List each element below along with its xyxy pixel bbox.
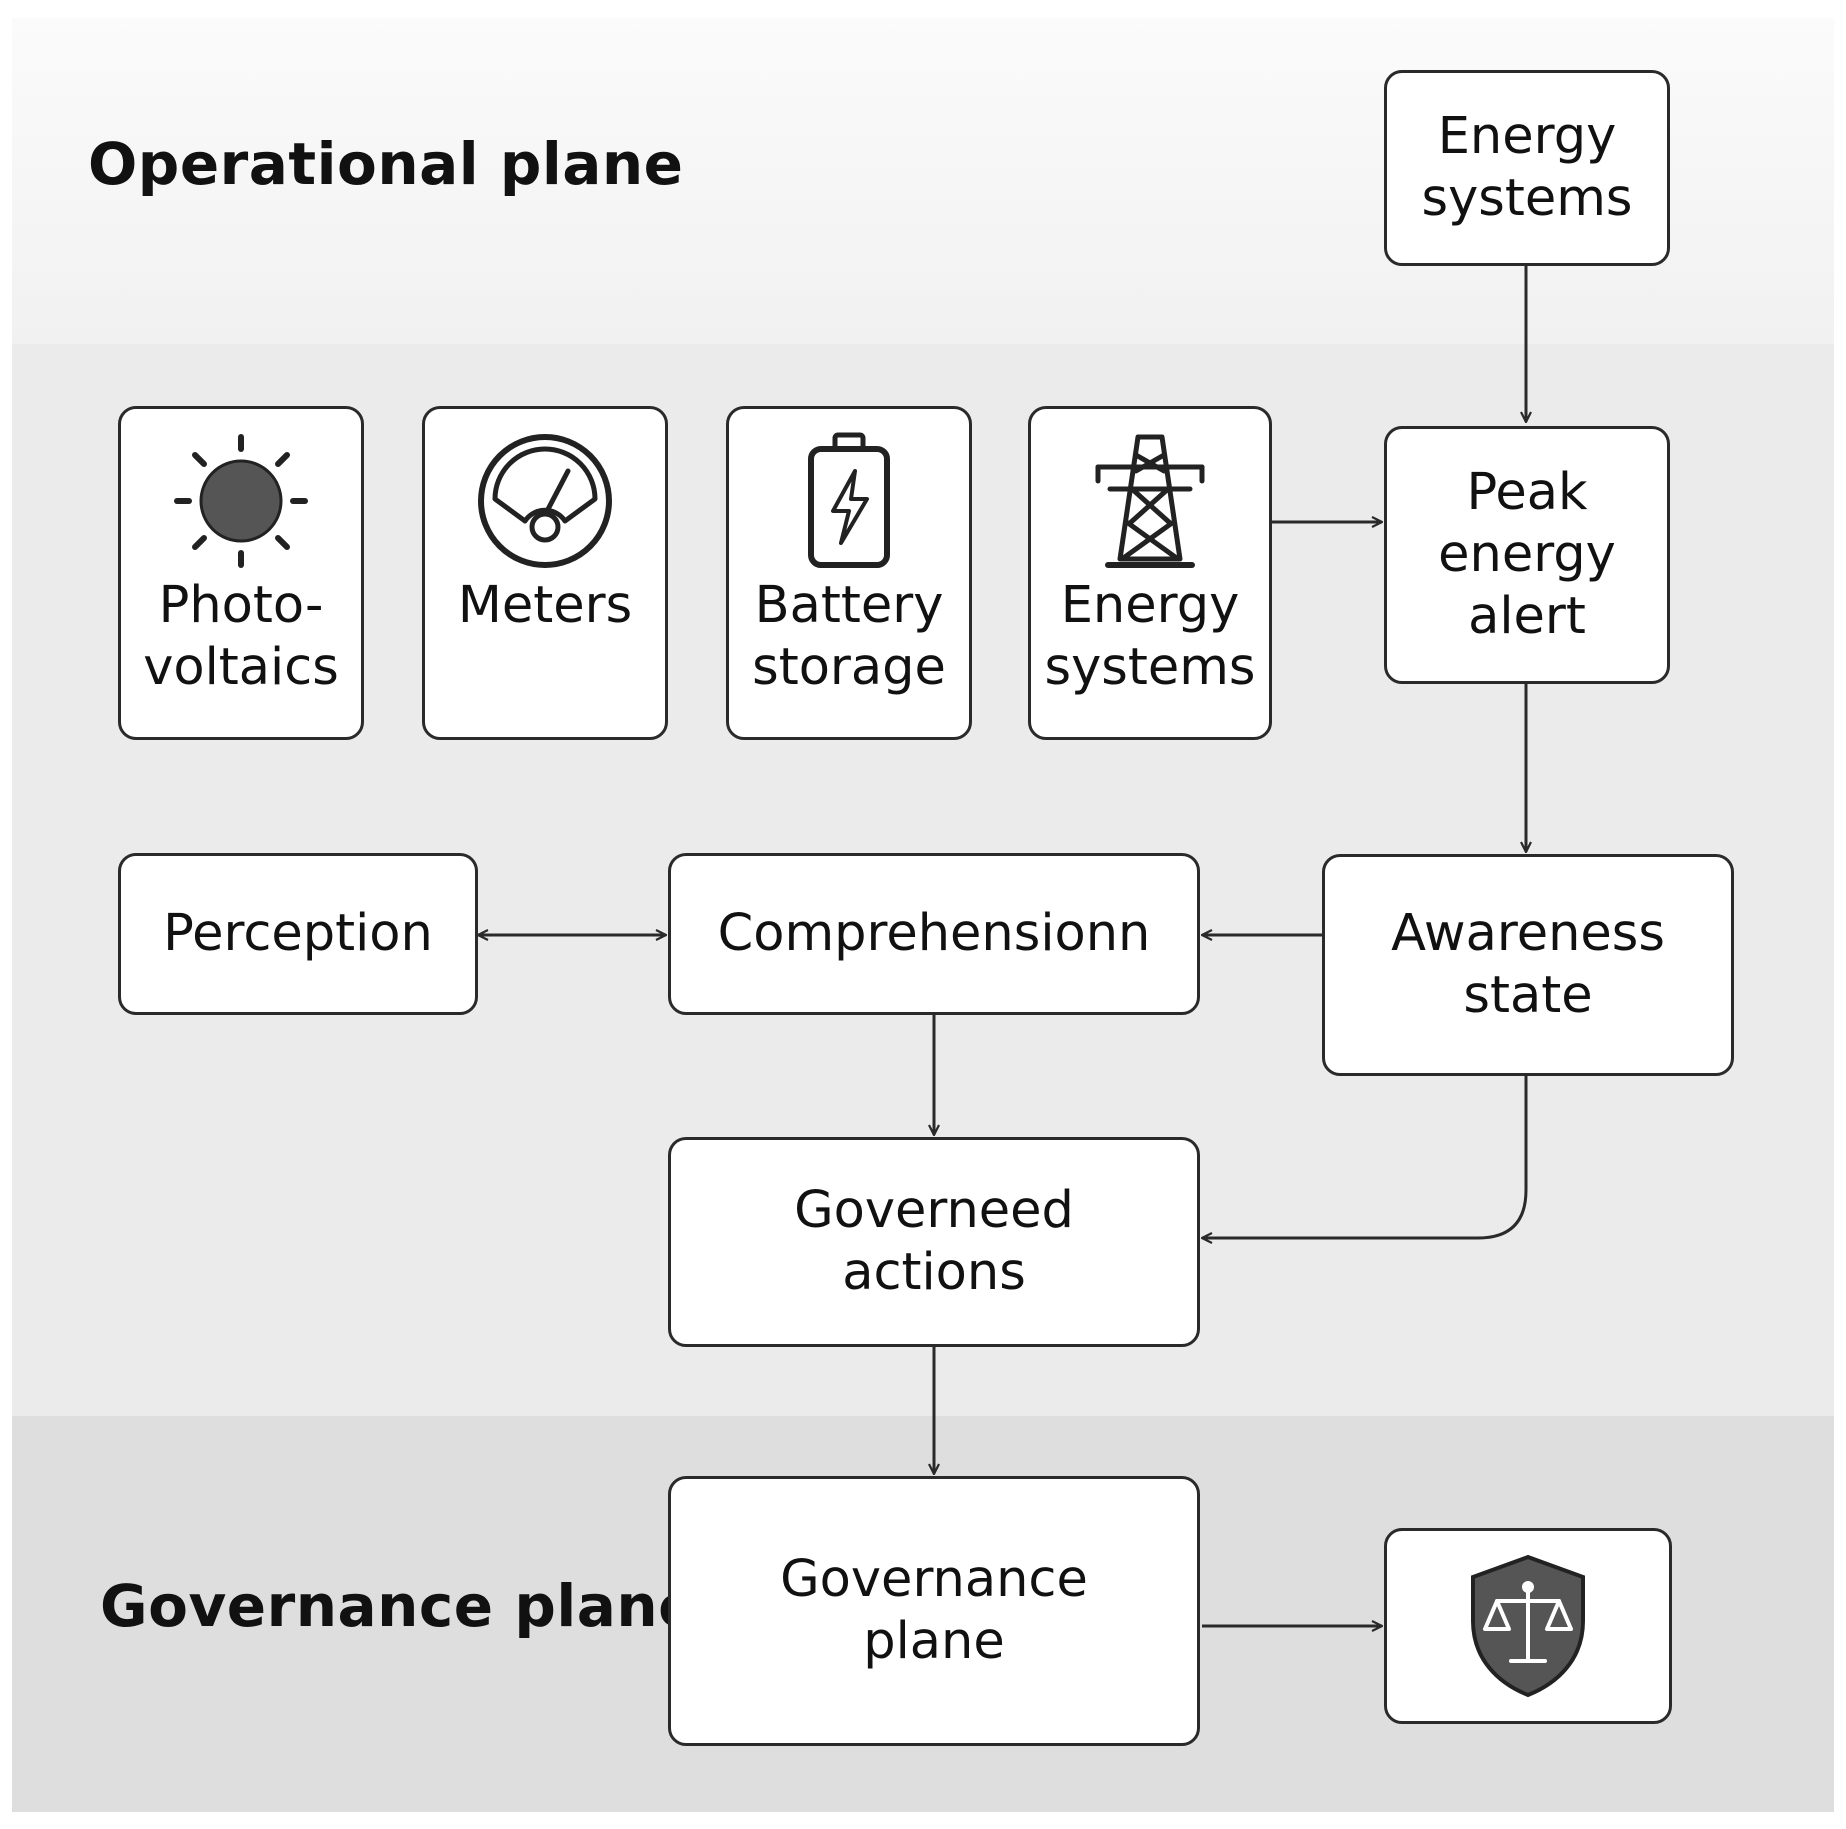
governance-shield-node[interactable] bbox=[1384, 1528, 1672, 1724]
operational-plane-label: Operational plane bbox=[88, 130, 684, 198]
transmission-tower-icon bbox=[1095, 434, 1205, 568]
governance-plane-node-label: Governance plane bbox=[780, 1549, 1088, 1671]
peak-energy-alert-node[interactable]: Peak energy alert bbox=[1384, 426, 1670, 684]
photovoltaics-label: Photo- voltaics bbox=[143, 576, 339, 698]
photovoltaics-node[interactable]: Photo- voltaics bbox=[118, 406, 364, 740]
battery-icon bbox=[808, 432, 890, 568]
comprehension-node[interactable]: Comprehensionn bbox=[668, 853, 1200, 1015]
energy-systems-top-label: Energy systems bbox=[1421, 106, 1633, 228]
comprehension-label: Comprehensionn bbox=[717, 903, 1151, 963]
energy-systems-label: Energy systems bbox=[1044, 576, 1256, 698]
energy-systems-top-node[interactable]: Energy systems bbox=[1384, 70, 1670, 266]
perception-node[interactable]: Perception bbox=[118, 853, 478, 1015]
awareness-state-node[interactable]: Awareness state bbox=[1322, 854, 1734, 1076]
gauge-icon bbox=[478, 434, 612, 568]
governance-plane-node[interactable]: Governance plane bbox=[668, 1476, 1200, 1746]
perception-label: Perception bbox=[163, 903, 433, 963]
governed-actions-node[interactable]: Governeed actions bbox=[668, 1137, 1200, 1347]
shield-scales-icon bbox=[1471, 1554, 1585, 1698]
governed-actions-label: Governeed actions bbox=[794, 1180, 1074, 1302]
meters-node[interactable]: Meters bbox=[422, 406, 668, 740]
governance-plane-label: Governance plane bbox=[100, 1572, 698, 1640]
arrow-awareness-to-governed-actions bbox=[1202, 1076, 1528, 1238]
battery-storage-label: Battery storage bbox=[752, 576, 946, 698]
meters-label: Meters bbox=[457, 576, 633, 635]
sun-icon bbox=[174, 434, 308, 568]
peak-energy-alert-label: Peak energy alert bbox=[1438, 462, 1616, 647]
energy-systems-node[interactable]: Energy systems bbox=[1028, 406, 1272, 740]
battery-storage-node[interactable]: Battery storage bbox=[726, 406, 972, 740]
awareness-state-label: Awareness state bbox=[1391, 903, 1665, 1025]
